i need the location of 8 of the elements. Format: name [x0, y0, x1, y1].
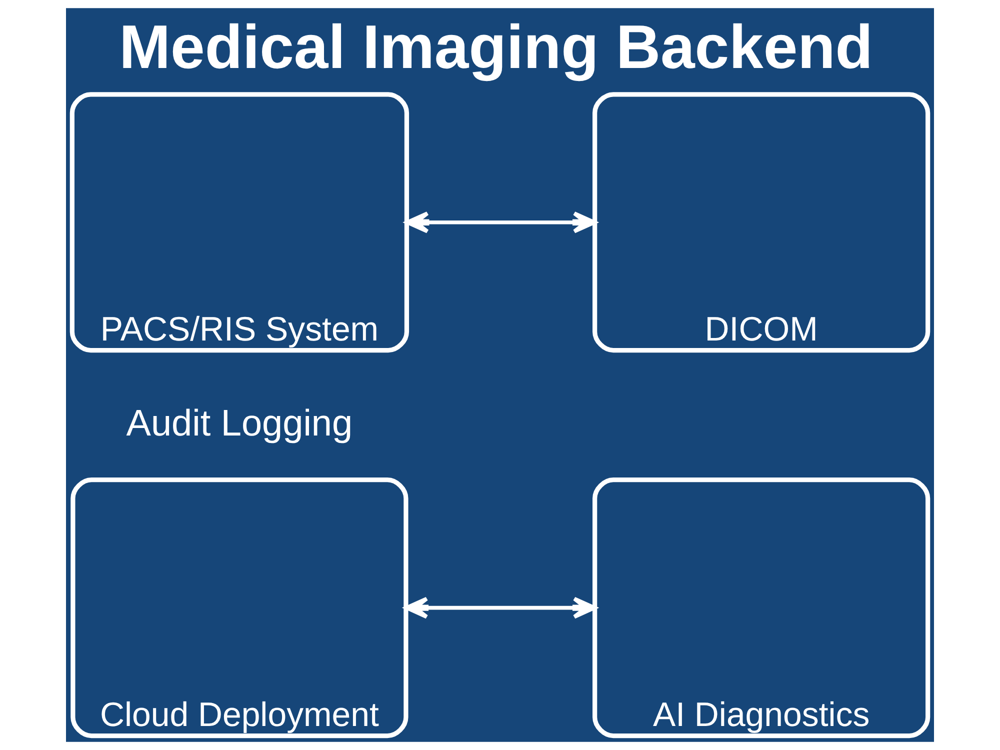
arrow [404, 596, 596, 619]
node-box: Cloud Deployment [70, 478, 408, 738]
label: Audit Logging [126, 402, 353, 444]
node-box: DICOM [592, 92, 930, 353]
diagram-title: Medical Imaging Backend [119, 13, 873, 82]
node-box: AI Diagnostics [592, 478, 930, 738]
arrow [405, 211, 596, 234]
node-box: PACS/RIS System [70, 92, 410, 353]
